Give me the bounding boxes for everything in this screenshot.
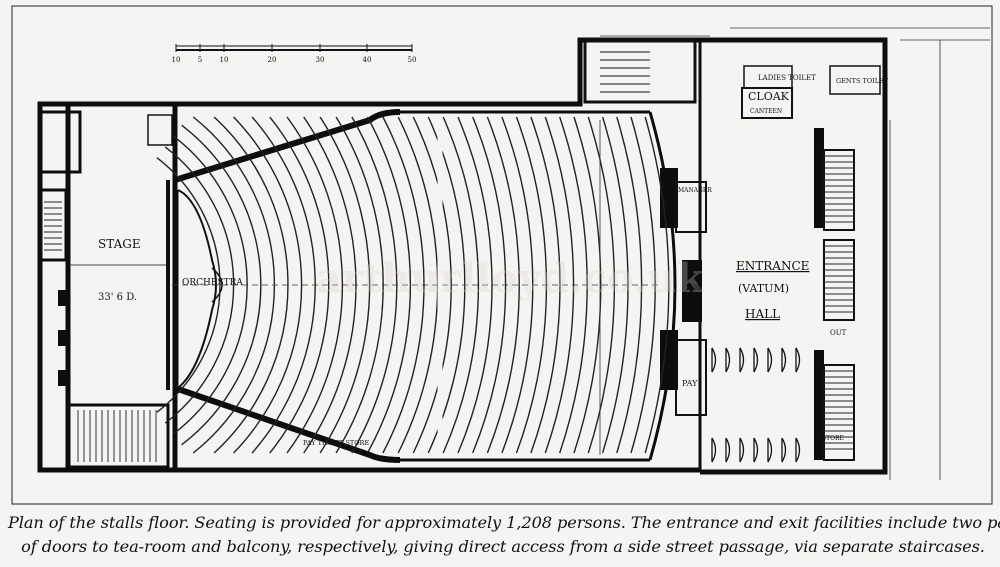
scale-tick-label: 10 bbox=[220, 56, 229, 64]
seat-row bbox=[412, 116, 452, 454]
ladies-toilet-label: LADIES TOILET bbox=[758, 74, 816, 82]
seat-row bbox=[319, 116, 371, 454]
seat-row bbox=[486, 116, 520, 454]
seat-row bbox=[181, 124, 262, 446]
scale-tick-label: 5 bbox=[198, 56, 202, 64]
gents-toilet-label: GENTS TOILET bbox=[836, 77, 889, 85]
pay-box-label: BOX bbox=[686, 284, 702, 292]
watermark-text: arthurlloyd.co.uk bbox=[316, 255, 705, 302]
seat-row bbox=[233, 116, 303, 454]
seat-row bbox=[442, 116, 480, 454]
door-leaf bbox=[781, 347, 787, 373]
entrance-label-3: HALL bbox=[745, 307, 780, 321]
scale-bar bbox=[175, 44, 413, 52]
aisles bbox=[172, 115, 660, 458]
scale-bar-labels: 10 5 10 20 30 40 50 bbox=[172, 56, 417, 64]
seat-row bbox=[601, 116, 629, 454]
door-leaf bbox=[711, 347, 717, 373]
door-leaf bbox=[725, 437, 731, 463]
orchestra-label: ORCHESTRA bbox=[182, 278, 243, 288]
stalls-floor-plan: 10 5 10 20 30 40 50 bbox=[11, 5, 993, 505]
stage-label: STAGE bbox=[98, 237, 141, 251]
seat-row bbox=[616, 116, 643, 454]
seat-row bbox=[269, 116, 330, 454]
cloak-label: CLOAK bbox=[748, 90, 790, 103]
door-leaf bbox=[739, 347, 745, 373]
canteen-label: CANTEEN bbox=[750, 108, 782, 115]
stage-dimension-label: 33' 6 D. bbox=[98, 292, 137, 303]
seat-row bbox=[644, 116, 670, 454]
door-leaf bbox=[767, 347, 773, 373]
store-label: STORE bbox=[822, 435, 844, 442]
door-leaf bbox=[739, 437, 745, 463]
door-leaf bbox=[753, 347, 759, 373]
door-leaf bbox=[711, 437, 717, 463]
figure-caption: Plan of the stalls floor. Seating is pro… bbox=[8, 511, 1000, 565]
stair-treads bbox=[44, 155, 854, 462]
seat-row bbox=[366, 116, 412, 454]
seat-row bbox=[156, 157, 221, 413]
entrance-label: ENTRANCE bbox=[736, 259, 809, 273]
manager-label: MANAGER bbox=[678, 187, 712, 194]
caption-line-1: Plan of the stalls floor. Seating is pro… bbox=[8, 513, 1000, 532]
stage-area bbox=[70, 114, 223, 390]
out-label: OUT bbox=[830, 329, 847, 337]
seat-row bbox=[530, 116, 561, 454]
door-leaf bbox=[725, 347, 731, 373]
auditorium-walls bbox=[174, 109, 677, 463]
dimension-lines bbox=[600, 27, 990, 480]
seating-rows bbox=[156, 116, 670, 454]
door-leaf bbox=[795, 347, 801, 373]
door-leaf bbox=[753, 437, 759, 463]
caption-line-2: of doors to tea-room and balcony, respec… bbox=[21, 537, 985, 556]
scale-tick-label: 10 bbox=[172, 56, 181, 64]
door-leaf bbox=[767, 437, 773, 463]
scale-tick-label: 20 bbox=[268, 56, 277, 64]
scale-tick-label: 50 bbox=[408, 56, 417, 64]
entrance-doors bbox=[711, 347, 801, 463]
door-leaf bbox=[781, 437, 787, 463]
seat-row bbox=[573, 116, 602, 454]
foyer-rooms bbox=[583, 38, 881, 461]
entrance-label-2: (VATUM) bbox=[738, 282, 789, 295]
pay-label: PAY bbox=[682, 379, 698, 388]
pay-ticket-store-label: PAY TICKET STORE bbox=[303, 439, 369, 447]
scale-tick-label: 40 bbox=[363, 56, 372, 64]
scale-tick-label: 30 bbox=[316, 56, 325, 64]
door-leaf bbox=[795, 437, 801, 463]
